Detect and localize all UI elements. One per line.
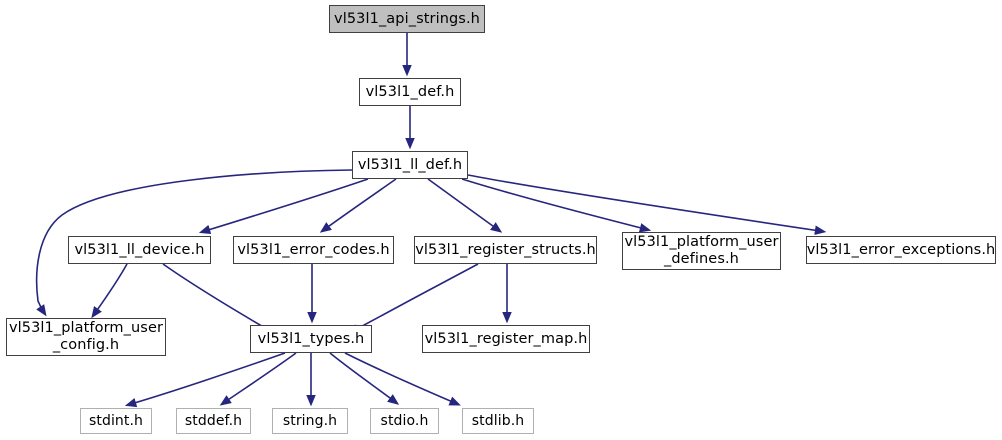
graph-node-label-ll_device: vl53l1_ll_device.h [74,241,205,258]
graph-edge-types-to-stddef [219,352,297,406]
graph-node-stdio[interactable]: stdio.h [370,408,439,434]
graph-node-ll_device[interactable]: vl53l1_ll_device.h [68,236,211,264]
graph-node-label-ll_def: vl53l1_ll_def.h [357,156,463,173]
graph-edge-types-to-stdlib [344,352,461,406]
graph-node-stdlib[interactable]: stdlib.h [462,408,534,434]
graph-node-platform_defines[interactable]: vl53l1_platform_user _defines.h [622,232,781,270]
graph-node-label-stdlib: stdlib.h [471,412,525,429]
graph-node-stdint[interactable]: stdint.h [80,408,152,434]
graph-node-label-stdio: stdio.h [380,412,429,429]
graph-edge-ll_device-to-platform_config [91,263,128,319]
graph-node-error_exceptions[interactable]: vl53l1_error_exceptions.h [806,236,996,264]
graph-node-api_strings[interactable]: vl53l1_api_strings.h [329,5,485,33]
graph-node-register_map[interactable]: vl53l1_register_map.h [422,325,590,353]
graph-node-platform_config[interactable]: vl53l1_platform_user _config.h [6,318,166,356]
graph-edge-types-to-stdint [124,352,286,408]
graph-node-stddef[interactable]: stddef.h [176,408,251,434]
graph-edge-ll_def-to-platform_defines [461,178,652,233]
graph-node-label-types: vl53l1_types.h [257,330,365,347]
graph-edge-ll_def-to-register_structs [427,178,503,233]
graph-node-def[interactable]: vl53l1_def.h [359,78,461,106]
graph-node-ll_def[interactable]: vl53l1_ll_def.h [352,151,468,179]
graph-node-label-stddef: stddef.h [184,412,243,429]
graph-node-string[interactable]: string.h [272,408,348,434]
graph-node-label-register_map: vl53l1_register_map.h [424,330,588,347]
graph-edge-ll_def-to-ll_device [198,178,369,235]
graph-node-label-stdint: stdint.h [88,412,144,429]
graph-node-register_structs[interactable]: vl53l1_register_structs.h [414,236,597,264]
graph-edge-register_structs-to-types [347,263,479,335]
graph-node-label-def: vl53l1_def.h [365,83,455,100]
graph-node-label-error_codes: vl53l1_error_codes.h [237,241,390,258]
graph-node-label-string: string.h [282,412,338,429]
graph-node-label-register_structs: vl53l1_register_structs.h [415,241,596,258]
graph-edge-ll_def-to-error_exceptions [467,174,827,235]
graph-node-types[interactable]: vl53l1_types.h [250,325,372,353]
graph-edge-types-to-stdio [329,352,400,405]
graph-node-label-error_exceptions: vl53l1_error_exceptions.h [806,241,996,258]
graph-node-label-platform_config: vl53l1_platform_user _config.h [8,320,164,353]
graph-node-error_codes[interactable]: vl53l1_error_codes.h [233,236,394,264]
graph-edge-ll_def-to-error_codes [319,178,397,233]
graph-edge-ll_device-to-types [162,263,278,336]
graph-node-label-platform_defines: vl53l1_platform_user _defines.h [624,234,779,267]
graph-node-label-api_strings: vl53l1_api_strings.h [334,10,480,27]
